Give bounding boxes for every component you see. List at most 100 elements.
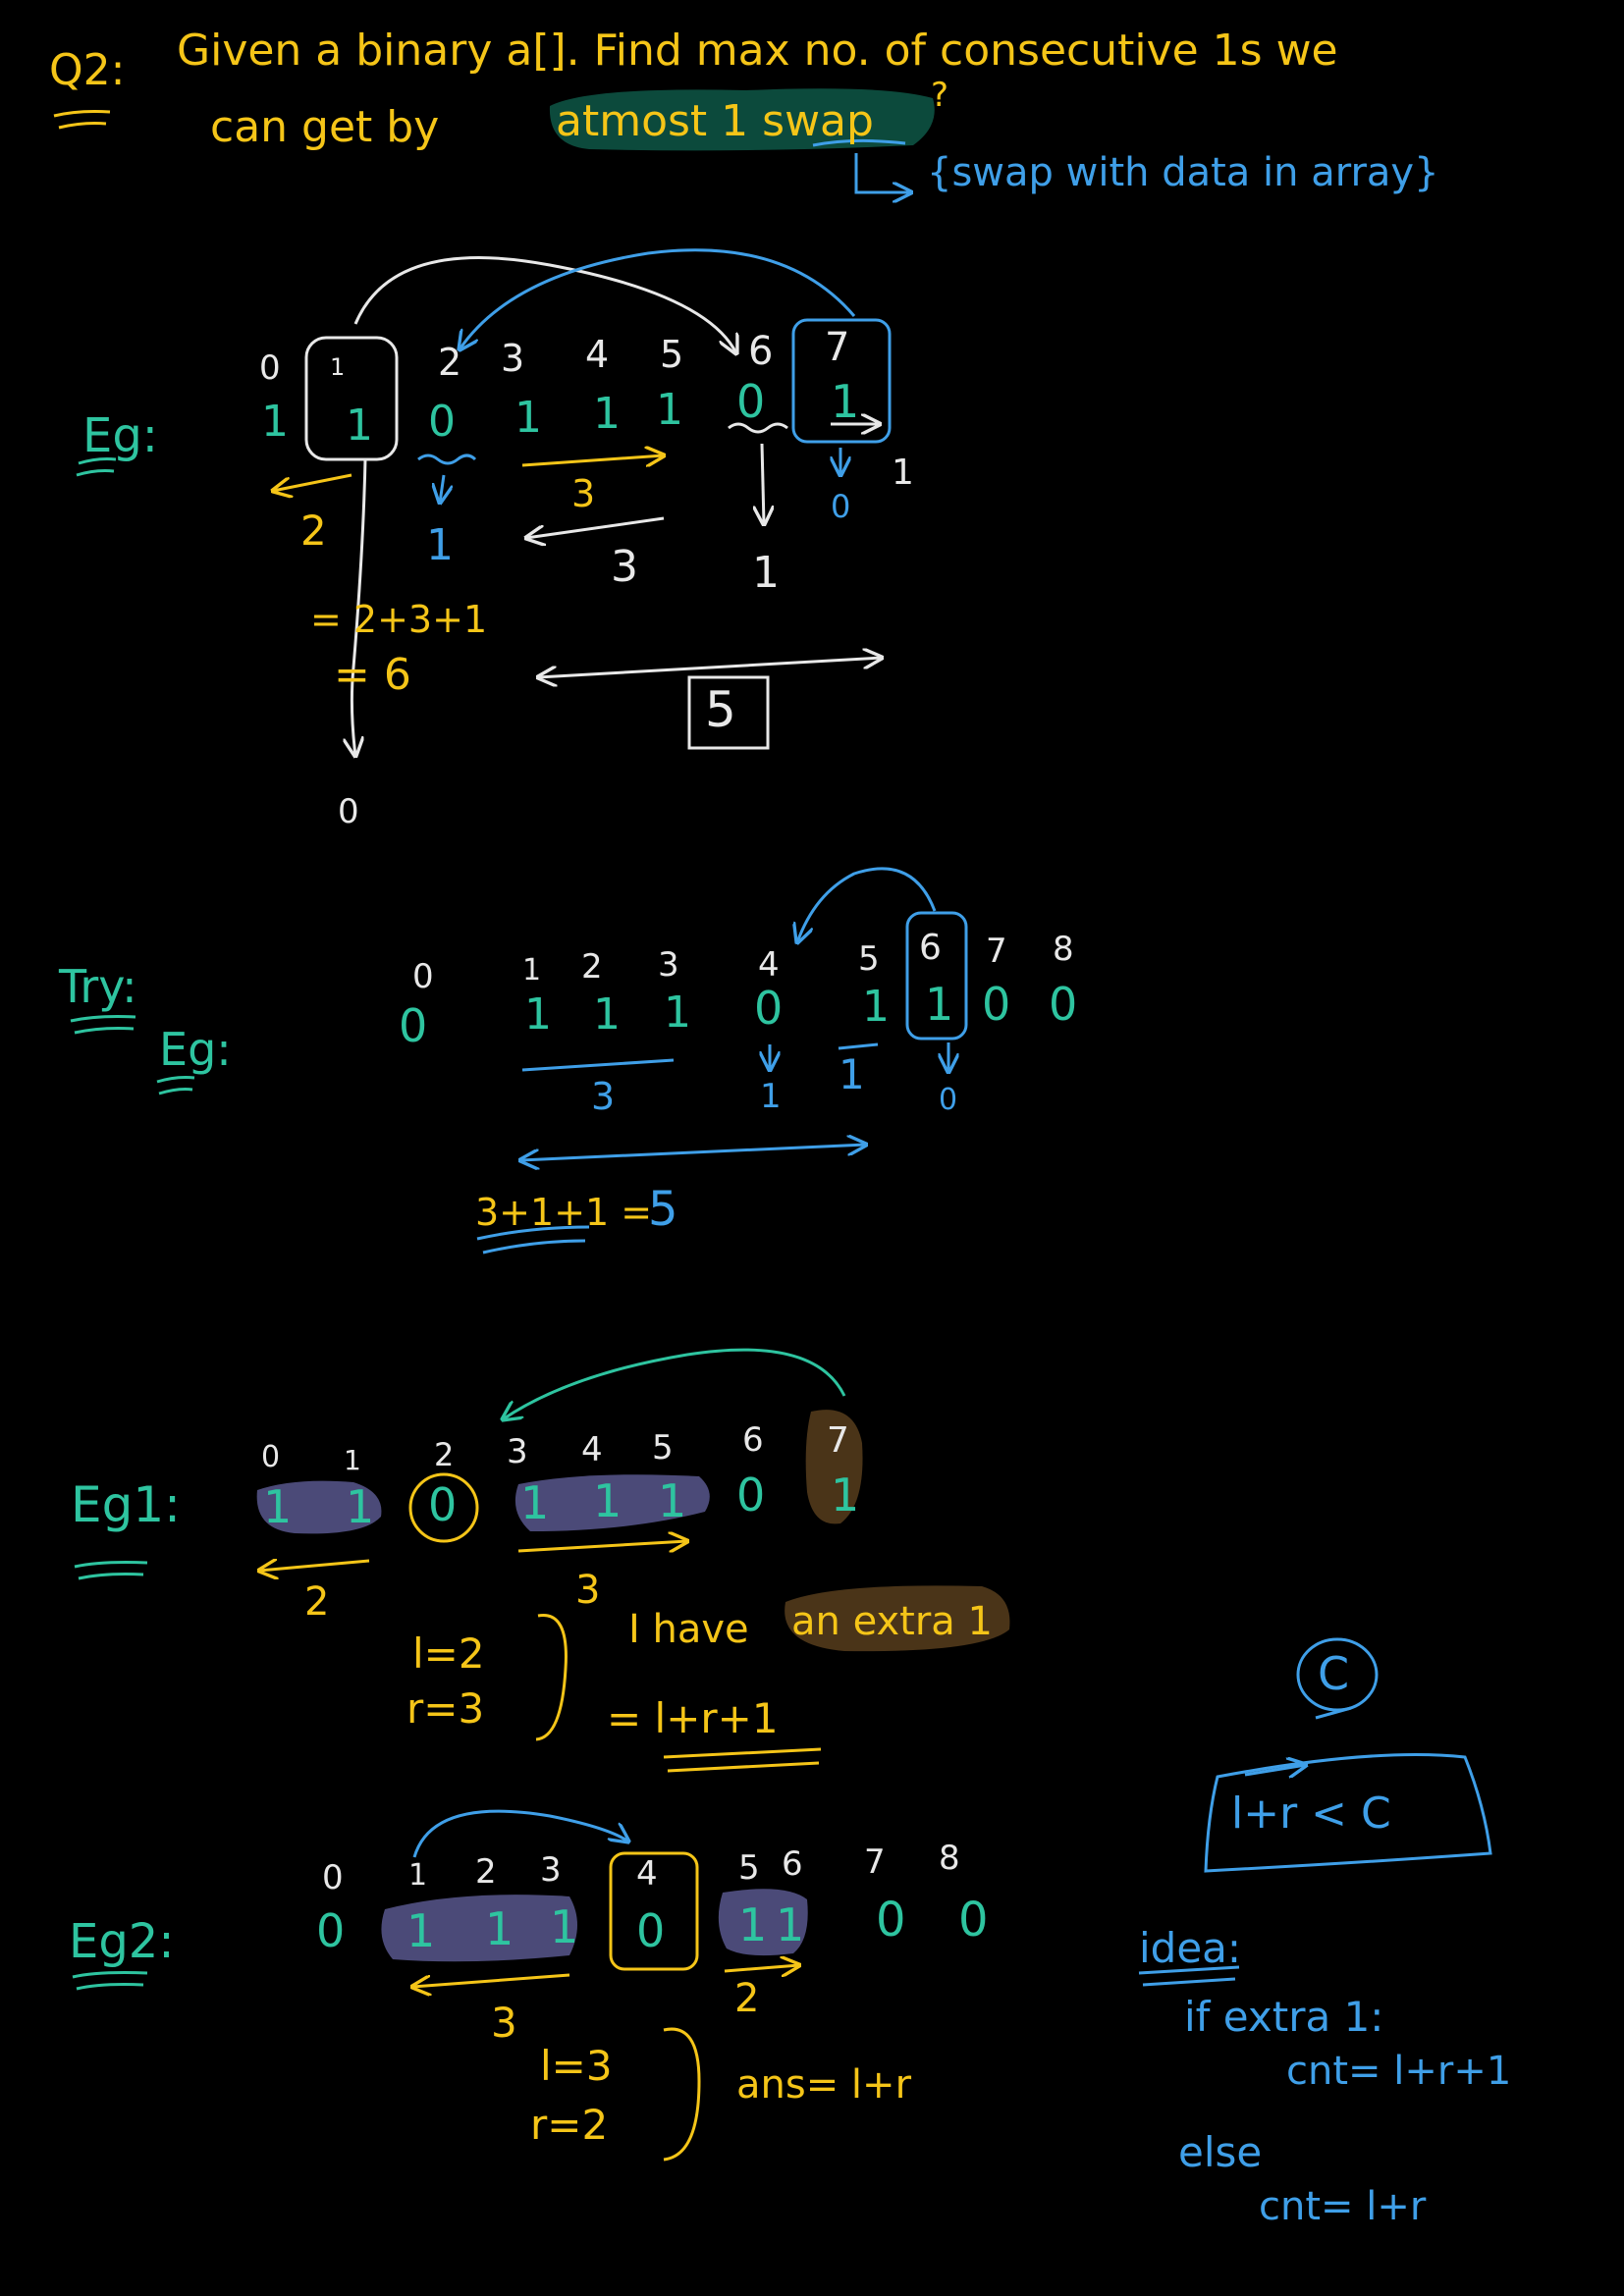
- eg1-index: 5: [652, 1428, 674, 1468]
- eg1-value: 1: [658, 1474, 687, 1527]
- eg1-index: 1: [344, 1444, 361, 1476]
- try-index: 3: [658, 945, 679, 985]
- eg0-index: 1: [330, 353, 346, 381]
- eg0-long-span-arrow: [538, 658, 882, 677]
- eg0-left-count: 2: [300, 507, 327, 555]
- eg1-right-arrow: [517, 1541, 687, 1551]
- swap-highlight: [549, 88, 935, 151]
- eg1-mid-highlight: [514, 1474, 710, 1531]
- eg1-l: l=2: [412, 1629, 485, 1678]
- try-value: 0: [754, 982, 784, 1035]
- eg2-index: 4: [636, 1854, 658, 1894]
- eg2-right-count: 2: [734, 1976, 760, 2021]
- eg2-index: 3: [540, 1850, 562, 1890]
- eg0-back-arrow: [526, 516, 665, 538]
- eg0-index: 7: [825, 325, 850, 370]
- question-line2-start: can get by: [210, 102, 440, 152]
- eg1-index: 4: [581, 1430, 603, 1469]
- eg2-brace: [663, 2027, 701, 2162]
- eg0-squiggle2: [728, 422, 788, 434]
- eg1-left-count: 2: [304, 1579, 330, 1625]
- eg1-left-highlight: [256, 1480, 382, 1534]
- eg1-value: 1: [263, 1480, 293, 1533]
- try-five-underline: [838, 1042, 879, 1050]
- condition-arrow: [1244, 1765, 1306, 1775]
- eg0-value: 0: [736, 375, 766, 428]
- eg0-long-down-line: [352, 458, 367, 756]
- eg0-value: 1: [831, 375, 860, 428]
- idea-label: idea:: [1139, 1924, 1242, 1972]
- eg2-value: 1: [776, 1898, 805, 1951]
- eg1-label-underline: [74, 1561, 148, 1580]
- eg0-swap-in: 1: [426, 520, 454, 570]
- try-index: 0: [412, 957, 434, 996]
- eg1-right-count: 3: [575, 1568, 601, 1613]
- eg1-value: 0: [736, 1468, 766, 1522]
- try-value: 1: [524, 989, 552, 1040]
- try-index: 1: [522, 953, 542, 988]
- eg0-swap-down-arrow: [440, 474, 444, 503]
- try-index: 2: [581, 947, 603, 987]
- eg0-left-arrow: [273, 473, 352, 491]
- condition-box: [1204, 1753, 1492, 1873]
- eg0-result-box: [687, 675, 770, 750]
- eg0-box-index1: [304, 336, 399, 461]
- try-swap-in: 1: [760, 1077, 782, 1116]
- swap-underline: [812, 138, 906, 147]
- swap-highlight-text: atmost 1 swap: [556, 96, 874, 146]
- eg2-index: 1: [408, 1858, 428, 1893]
- try-result: 5: [648, 1182, 678, 1237]
- eg1-index: 7: [827, 1420, 849, 1461]
- question-line1: Given a binary a[]. Find max no. of cons…: [177, 26, 1338, 76]
- eg0-six-down-arrow: [762, 443, 764, 524]
- swap-note: {swap with data in array}: [927, 150, 1439, 195]
- eg0-index: 6: [748, 329, 774, 374]
- eg1-label: Eg1:: [71, 1476, 181, 1533]
- eg0-index: 0: [259, 348, 281, 388]
- eg2-index: 5: [738, 1848, 760, 1888]
- eg2-ans: ans= l+r: [736, 2062, 912, 2108]
- eg2-value: 0: [958, 1893, 989, 1948]
- try-value: 1: [862, 982, 890, 1032]
- eg0-index: 2: [438, 341, 462, 384]
- try-index: 8: [1053, 930, 1074, 969]
- eg2-index: 6: [782, 1844, 803, 1884]
- question-mark: ?: [931, 76, 949, 115]
- try-index: 7: [986, 932, 1007, 971]
- eg1-value: 1: [593, 1474, 623, 1527]
- eg1-zero-circle: [408, 1472, 479, 1543]
- try-value: 0: [1049, 978, 1078, 1031]
- eg2-blue-arc: [412, 1809, 628, 1858]
- eg0-after-count: 3: [611, 542, 638, 592]
- eg0-bottom-zero: 0: [338, 792, 359, 831]
- eg0-white-arc: [353, 256, 736, 354]
- try-label: Try:: [59, 960, 137, 1013]
- eg0-after-one: 1: [752, 548, 780, 598]
- cnt-extra: cnt= l+r+1: [1286, 2049, 1512, 2094]
- eg2-value: 1: [550, 1900, 579, 1953]
- eg1-left-arrow: [259, 1561, 370, 1571]
- try-run-count: 3: [591, 1075, 616, 1118]
- try-value: 0: [399, 999, 428, 1052]
- question-label: Q2:: [49, 45, 126, 95]
- try-eg-label: Eg:: [159, 1023, 232, 1076]
- try-swap-out: 0: [939, 1083, 958, 1117]
- cnt-no-extra: cnt= l+r: [1259, 2184, 1427, 2229]
- eg0-sum-line1: = 2+3+1: [310, 598, 488, 641]
- eg1-extra-highlight: an extra 1: [791, 1599, 993, 1644]
- try-value: 1: [664, 988, 691, 1038]
- eg1-formula-underline: [663, 1747, 822, 1773]
- try-index: 6: [919, 928, 942, 968]
- eg0-value: 0: [428, 397, 456, 447]
- note-arrow: [854, 153, 911, 192]
- try-blue-arc: [797, 867, 937, 942]
- eg1-value: 1: [520, 1476, 550, 1529]
- eg0-squiggle: [417, 454, 477, 465]
- eg2-l: l=3: [540, 2042, 613, 2090]
- idea-underline: [1138, 1965, 1240, 1987]
- try-after-one: 1: [839, 1050, 865, 1098]
- eg0-value: 1: [346, 400, 373, 451]
- q-label-underline: [53, 110, 111, 130]
- eg0-boxed-result: 5: [705, 681, 736, 738]
